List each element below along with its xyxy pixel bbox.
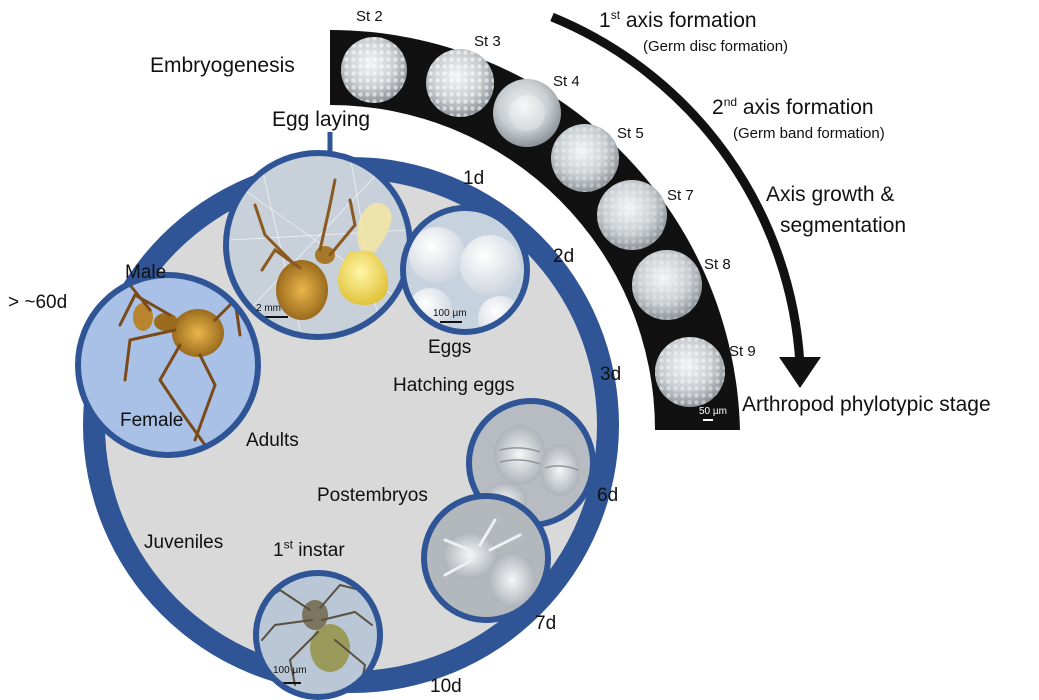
day-10d: 10d <box>430 676 462 698</box>
axis2-text: axis formation <box>737 96 874 119</box>
female-label: Female <box>120 410 183 432</box>
axis2-sup: nd <box>724 95 737 109</box>
stage-label-st5: St 5 <box>617 125 644 142</box>
day-1d: 1d <box>463 168 484 190</box>
embryo-st4 <box>493 79 561 147</box>
axis-growth-label-line1: Axis growth & <box>766 183 894 207</box>
axis2-sub-label: (Germ band formation) <box>733 125 885 142</box>
hatching-eggs-label: Hatching eggs <box>393 375 514 397</box>
embryo-st5 <box>551 124 619 192</box>
arthropod-phylotypic-label: Arthropod phylotypic stage <box>742 393 991 417</box>
axis-growth-label-line2: segmentation <box>780 214 906 238</box>
embryo-st9 <box>655 337 725 407</box>
day-2d: 2d <box>553 246 574 268</box>
postembryos-label: Postembryos <box>317 485 428 507</box>
first-instar-sup: st <box>284 538 293 552</box>
stage-label-st4: St 4 <box>553 73 580 90</box>
embryo-st8 <box>632 250 702 320</box>
eggs-scale-label: 100 µm <box>433 308 467 319</box>
stage-label-st9: St 9 <box>729 343 756 360</box>
instar-scale-label: 100 µm <box>273 665 307 676</box>
first-instar-text: instar <box>293 540 345 561</box>
embryo-st7 <box>597 180 667 250</box>
stage-label-st8: St 8 <box>704 256 731 273</box>
embryogenesis-label: Embryogenesis <box>150 54 295 78</box>
stage-label-st2: St 2 <box>356 8 383 25</box>
embryo-scale-label: 50 µm <box>699 406 727 417</box>
adult-scale-label: 2 mm <box>256 303 281 314</box>
egg-laying-label: Egg laying <box>272 108 370 132</box>
male-label: Male <box>125 262 166 284</box>
first-instar-photo <box>256 573 380 697</box>
adults-label: Adults <box>246 430 299 452</box>
eggs-label: Eggs <box>428 337 471 359</box>
egg-laying-photo <box>226 153 410 337</box>
stage-label-st3: St 3 <box>474 33 501 50</box>
axis1-sup: st <box>611 8 620 22</box>
stage-label-st7: St 7 <box>667 187 694 204</box>
embryo-st3 <box>426 49 494 117</box>
day-60d: > ~60d <box>8 292 67 314</box>
axis1-num: 1 <box>599 9 611 32</box>
first-instar-num: 1 <box>273 540 284 561</box>
embryo-st2 <box>341 37 407 103</box>
axis2-num: 2 <box>712 96 724 119</box>
axis1-text: axis formation <box>620 9 757 32</box>
axis1-sub-label: (Germ disc formation) <box>643 38 788 55</box>
first-instar-label: 1st instar <box>273 540 345 562</box>
postembryos-photo <box>424 496 548 620</box>
day-3d: 3d <box>600 364 621 386</box>
axis1-label: 1st axis formation <box>599 9 757 33</box>
day-7d: 7d <box>535 613 556 635</box>
axis2-label: 2nd axis formation <box>712 96 874 120</box>
day-6d: 6d <box>597 485 618 507</box>
curved-arrow-head-icon <box>779 357 821 388</box>
juveniles-label: Juveniles <box>144 532 223 554</box>
